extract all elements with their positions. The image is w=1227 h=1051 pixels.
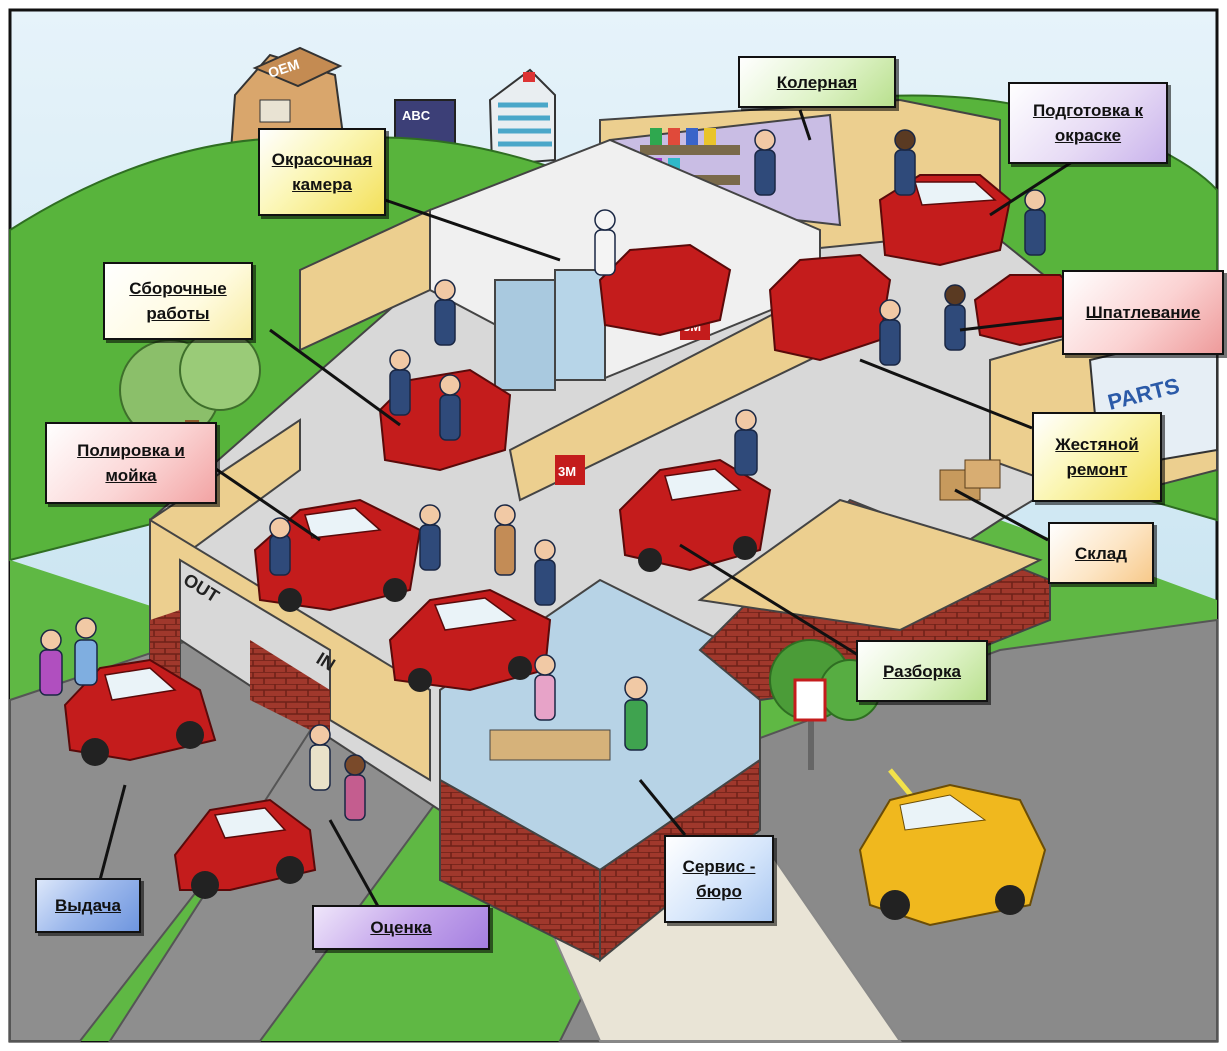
label-warehouse: Склад: [1048, 522, 1154, 584]
label-paint-prep: Подготовка к окраске: [1008, 82, 1168, 164]
booth-side-wall: [299, 208, 431, 352]
label-body-repair: Жестяной ремонт: [1032, 412, 1162, 502]
front-brick-mid: [250, 640, 330, 740]
abc-sign: ABC: [402, 108, 431, 123]
service-desk: [489, 729, 611, 761]
wheels: [81, 536, 757, 899]
boxes: [939, 459, 1001, 501]
label-delivery: Выдача: [35, 878, 141, 933]
car-windows: [104, 181, 997, 839]
pointer-lines: [98, 109, 1076, 911]
label-service-office: Сервис - бюро: [664, 835, 774, 923]
tower-building-icon: [488, 68, 556, 167]
booth-door-right: [554, 269, 606, 381]
label-polish-wash: Полировка и мойка: [45, 422, 217, 504]
label-disassembly: Разборка: [856, 640, 988, 702]
booth-door-left: [494, 279, 556, 391]
label-estimate: Оценка: [312, 905, 490, 950]
label-assembly: Сборочные работы: [103, 262, 253, 340]
road-sign-icon: [793, 678, 827, 770]
svg-text:3M: 3M: [558, 464, 576, 479]
label-color-room: Колерная: [738, 56, 896, 108]
label-paint-booth: Окрасочная камера: [258, 128, 386, 216]
person-icon: [39, 129, 1046, 821]
label-filler: Шпатлевание: [1062, 270, 1224, 355]
taxi-car-icon: [858, 783, 1047, 927]
planter-top: [697, 498, 1043, 632]
